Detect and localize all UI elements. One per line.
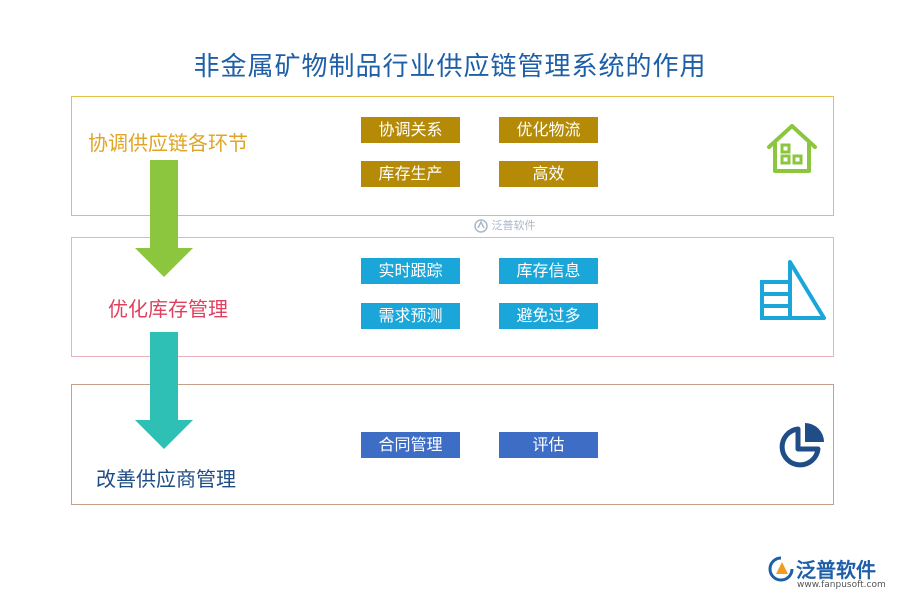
- tag-coordinate-relations: 协调关系: [361, 117, 460, 143]
- logo-name: 泛普软件: [796, 558, 876, 582]
- tag-contract-management: 合同管理: [361, 432, 460, 458]
- fanpu-logo-icon: [768, 556, 794, 582]
- page-title: 非金属矿物制品行业供应链管理系统的作用: [193, 52, 707, 82]
- watermark: 泛普软件: [474, 217, 536, 233]
- pyramid-chart-icon: [760, 260, 826, 320]
- logo-url: www.fanpusoft.com: [797, 580, 886, 590]
- section-optimize-inventory: 优化库存管理 实时跟踪 库存信息 需求预测 避免过多: [71, 237, 834, 357]
- section-title: 协调供应链各环节: [88, 131, 248, 155]
- tag-realtime-tracking: 实时跟踪: [361, 258, 460, 284]
- down-arrow-2: [135, 332, 193, 449]
- watermark-text: 泛普软件: [491, 219, 536, 232]
- tag-inventory-info: 库存信息: [499, 258, 598, 284]
- section-coordinate-supply-chain: 协调供应链各环节 协调关系 优化物流 库存生产 高效: [71, 96, 834, 216]
- tag-demand-forecast: 需求预测: [361, 303, 460, 329]
- section-title: 优化库存管理: [108, 297, 228, 321]
- section-improve-supplier: 改善供应商管理 合同管理 评估: [71, 384, 834, 505]
- watermark-logo-icon: [474, 219, 488, 233]
- tag-evaluation: 评估: [499, 432, 598, 458]
- tag-inventory-production: 库存生产: [361, 161, 460, 187]
- tag-efficient: 高效: [499, 161, 598, 187]
- house-icon: [767, 124, 817, 173]
- brand-logo: 泛普软件 www.fanpusoft.com: [768, 556, 892, 592]
- tag-optimize-logistics: 优化物流: [499, 117, 598, 143]
- tag-avoid-excess: 避免过多: [499, 303, 598, 329]
- pie-chart-icon: [779, 423, 824, 468]
- section-title: 改善供应商管理: [96, 467, 236, 491]
- down-arrow-1: [135, 160, 193, 277]
